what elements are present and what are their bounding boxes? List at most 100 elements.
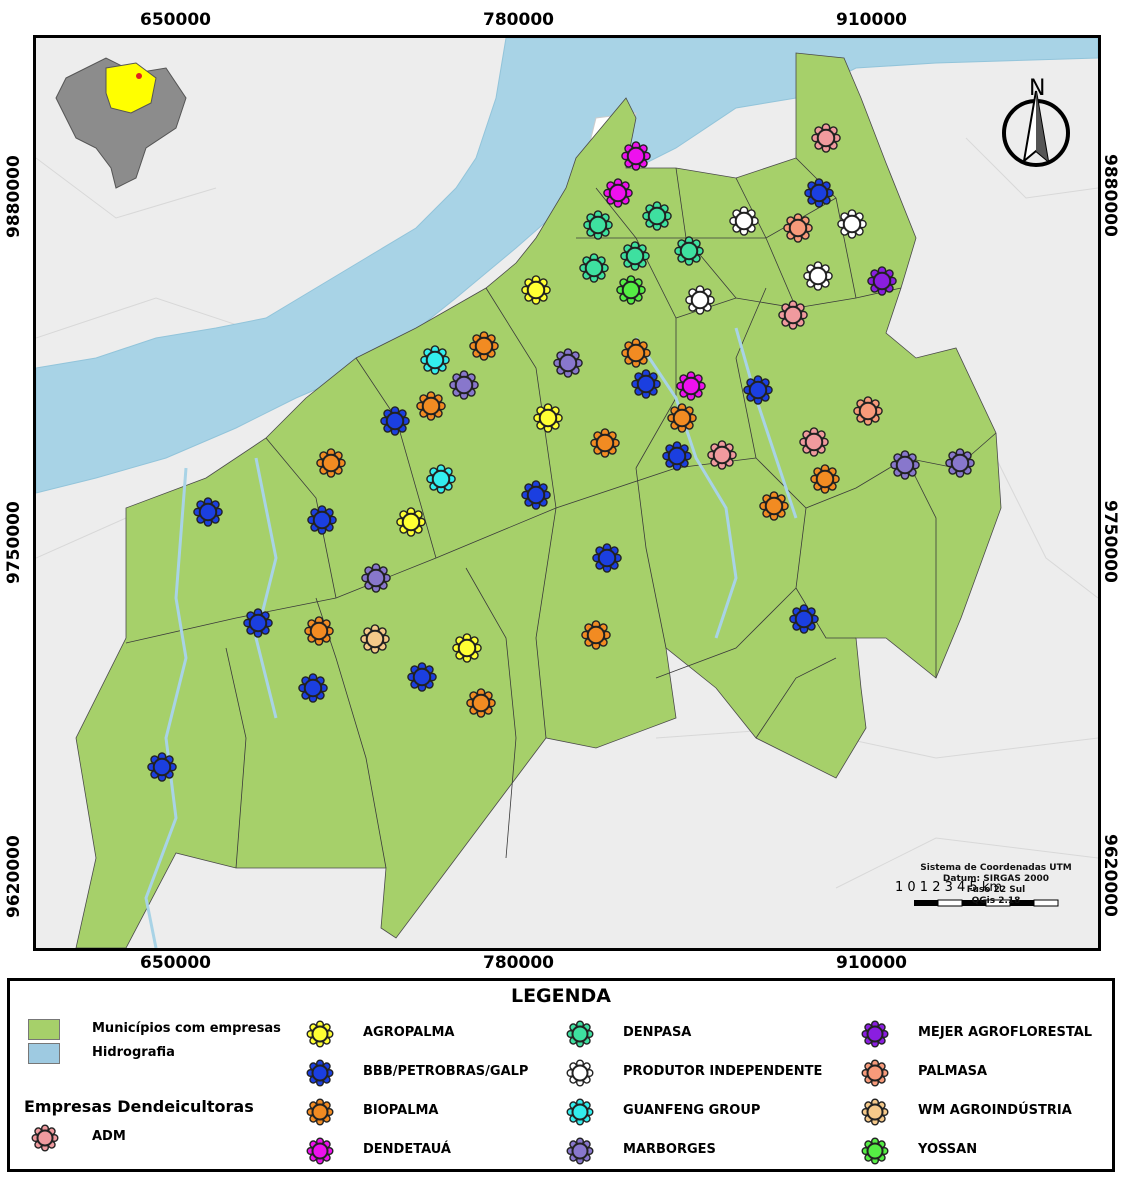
marker-agropalma-28[interactable] bbox=[533, 403, 563, 433]
legend-mejer-symbol[interactable] bbox=[861, 1020, 889, 1048]
marker-dendetaua-1[interactable] bbox=[621, 141, 651, 171]
marker-marborges-39[interactable] bbox=[945, 448, 975, 478]
marker-agropalma-43[interactable] bbox=[396, 507, 426, 537]
legend-agropalma-label: AGROPALMA bbox=[363, 1025, 455, 1040]
marker-biopalma-21[interactable] bbox=[621, 338, 651, 368]
marker-wm-49[interactable] bbox=[360, 624, 390, 654]
marker-bbb-25[interactable] bbox=[743, 375, 773, 405]
marker-bbb-23[interactable] bbox=[631, 369, 661, 399]
marker-marborges-38[interactable] bbox=[890, 450, 920, 480]
legend-denpasa-symbol[interactable] bbox=[566, 1020, 594, 1048]
x-tick-top-2: 780000 bbox=[483, 10, 554, 30]
marker-palmasa-30[interactable] bbox=[853, 396, 883, 426]
marker-biopalma-48[interactable] bbox=[304, 616, 334, 646]
legend-adm-label: ADM bbox=[92, 1129, 126, 1144]
marker-bbb-3[interactable] bbox=[804, 178, 834, 208]
map-canvas[interactable]: N bbox=[36, 38, 1098, 948]
marker-biopalma-55[interactable] bbox=[466, 688, 496, 718]
marker-bbb-42[interactable] bbox=[307, 505, 337, 535]
marker-marborges-22[interactable] bbox=[449, 370, 479, 400]
inset-study-area-marker bbox=[136, 73, 142, 79]
coordinate-system-note: Sistema de Coordenadas UTM Datum: SIRGAS… bbox=[916, 863, 1076, 907]
legend-palmasa-symbol[interactable] bbox=[861, 1059, 889, 1087]
marker-guanfeng-18[interactable] bbox=[420, 345, 450, 375]
inset-para-shape bbox=[105, 62, 157, 114]
marker-bbb-41[interactable] bbox=[521, 480, 551, 510]
legend-guanfeng-symbol[interactable] bbox=[566, 1098, 594, 1126]
marker-agropalma-15[interactable] bbox=[521, 275, 551, 305]
legend-palmasa-icon bbox=[861, 1059, 889, 1087]
marker-guanfeng-36[interactable] bbox=[426, 464, 456, 494]
legend-marborges-symbol[interactable] bbox=[566, 1137, 594, 1165]
legend-bbb-symbol[interactable] bbox=[306, 1059, 334, 1087]
marker-biopalma-51[interactable] bbox=[581, 620, 611, 650]
marker-biopalma-31[interactable] bbox=[590, 428, 620, 458]
marker-biopalma-19[interactable] bbox=[469, 331, 499, 361]
marker-agropalma-50[interactable] bbox=[452, 633, 482, 663]
hydrography-tributaries bbox=[144, 327, 798, 948]
marker-mejer-14[interactable] bbox=[867, 266, 897, 296]
y-tick-right-2: 9750000 bbox=[1100, 500, 1120, 583]
map-frame[interactable]: N Sistema de Coordenadas UTM Datum: SIRG… bbox=[33, 35, 1101, 951]
marker-bbb-33[interactable] bbox=[662, 441, 692, 471]
legend-agropalma-icon bbox=[306, 1020, 334, 1048]
legend-adm-icon bbox=[31, 1124, 59, 1152]
marker-bbb-56[interactable] bbox=[147, 752, 177, 782]
marker-bbb-27[interactable] bbox=[380, 406, 410, 436]
crs-line-2: Datum: SIRGAS 2000 bbox=[942, 874, 1050, 884]
marker-marborges-45[interactable] bbox=[361, 563, 391, 593]
marker-adm-17[interactable] bbox=[778, 300, 808, 330]
marker-biopalma-37[interactable] bbox=[810, 464, 840, 494]
marker-palmasa-7[interactable] bbox=[783, 213, 813, 243]
marker-yossan-12[interactable] bbox=[616, 275, 646, 305]
legend-marborges-label: MARBORGES bbox=[623, 1142, 716, 1157]
marker-adm-34[interactable] bbox=[707, 440, 737, 470]
legend-wm-symbol[interactable] bbox=[861, 1098, 889, 1126]
legend-biopalma-symbol[interactable] bbox=[306, 1098, 334, 1126]
legend-yossan-symbol[interactable] bbox=[861, 1137, 889, 1165]
y-tick-left-2: 9750000 bbox=[4, 501, 24, 584]
marker-bbb-46[interactable] bbox=[592, 543, 622, 573]
marker-bbb-53[interactable] bbox=[407, 662, 437, 692]
legend-adm-symbol[interactable] bbox=[31, 1124, 59, 1152]
marker-produtor-16[interactable] bbox=[685, 285, 715, 315]
legend-dendetaua-icon bbox=[306, 1137, 334, 1165]
north-label: N bbox=[1029, 76, 1045, 101]
marker-adm-32[interactable] bbox=[799, 427, 829, 457]
marker-denpasa-11[interactable] bbox=[674, 236, 704, 266]
legend-agropalma-symbol[interactable] bbox=[306, 1020, 334, 1048]
scale-bar bbox=[914, 899, 1059, 907]
y-tick-right-1: 9880000 bbox=[1100, 154, 1120, 237]
legend-denpasa-icon bbox=[566, 1020, 594, 1048]
marker-bbb-52[interactable] bbox=[789, 604, 819, 634]
marker-biopalma-29[interactable] bbox=[667, 403, 697, 433]
legend-marborges-icon bbox=[566, 1137, 594, 1165]
marker-bbb-54[interactable] bbox=[298, 673, 328, 703]
marker-biopalma-35[interactable] bbox=[316, 448, 346, 478]
legend-yossan-label: YOSSAN bbox=[918, 1142, 978, 1157]
marker-marborges-20[interactable] bbox=[553, 348, 583, 378]
legend-produtor-symbol[interactable] bbox=[566, 1059, 594, 1087]
marker-denpasa-4[interactable] bbox=[583, 210, 613, 240]
marker-produtor-8[interactable] bbox=[837, 209, 867, 239]
marker-bbb-40[interactable] bbox=[193, 497, 223, 527]
legend-dendetaua-symbol[interactable] bbox=[306, 1137, 334, 1165]
inset-map-brazil bbox=[55, 57, 187, 189]
marker-biopalma-26[interactable] bbox=[416, 391, 446, 421]
marker-produtor-13[interactable] bbox=[803, 261, 833, 291]
company-markers bbox=[147, 123, 975, 782]
legend-municipios-label: Municípios com empresas bbox=[92, 1021, 281, 1036]
marker-dendetaua-24[interactable] bbox=[676, 371, 706, 401]
legend-group-title: Empresas Dendeicultoras bbox=[24, 1097, 254, 1116]
marker-bbb-47[interactable] bbox=[243, 608, 273, 638]
x-tick-bottom-3: 910000 bbox=[836, 953, 907, 973]
marker-dendetaua-2[interactable] bbox=[603, 178, 633, 208]
legend-palmasa-label: PALMASA bbox=[918, 1064, 988, 1079]
legend-produtor-icon bbox=[566, 1059, 594, 1087]
marker-denpasa-9[interactable] bbox=[579, 253, 609, 283]
marker-produtor-6[interactable] bbox=[729, 206, 759, 236]
marker-biopalma-44[interactable] bbox=[759, 491, 789, 521]
marker-denpasa-5[interactable] bbox=[642, 201, 672, 231]
marker-adm-0[interactable] bbox=[811, 123, 841, 153]
marker-denpasa-10[interactable] bbox=[620, 241, 650, 271]
